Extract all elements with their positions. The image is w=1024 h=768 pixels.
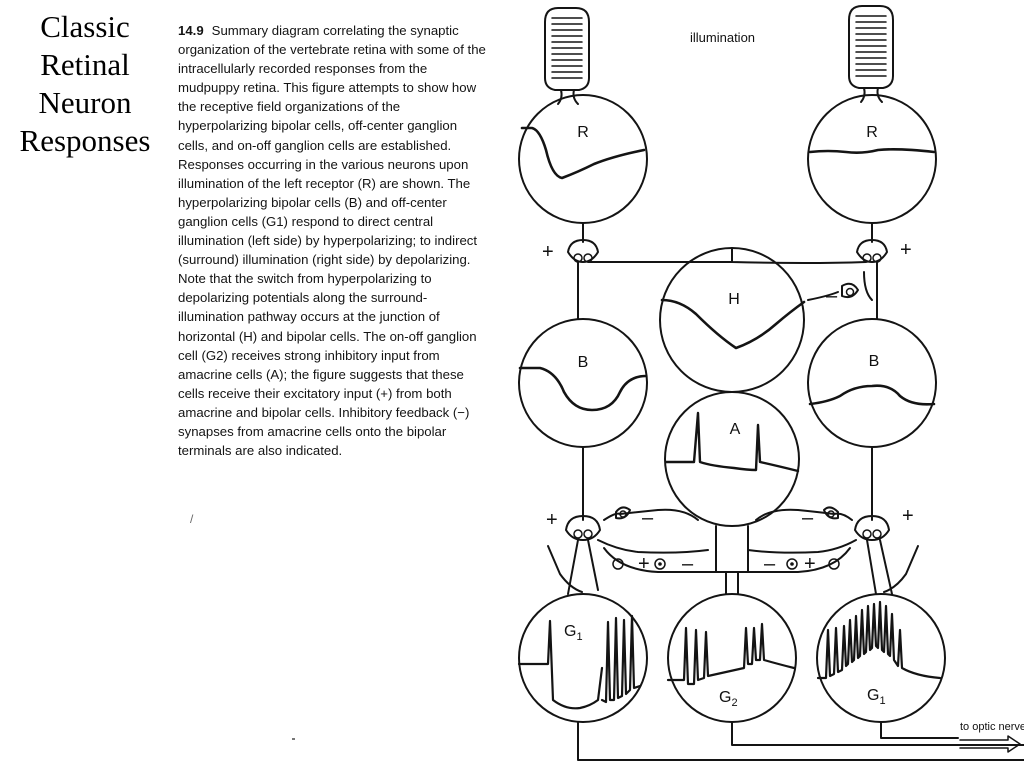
retina-diagram-svg: R R H B B A G1 G2 G1 + + – + – – + + – –… bbox=[517, 5, 1024, 761]
sign-minus-ipl-right: – bbox=[764, 553, 776, 575]
label-b-right: B bbox=[869, 353, 880, 370]
sign-plus-bipolar-right: + bbox=[902, 505, 914, 527]
ipl-synapse-left-outer bbox=[612, 558, 624, 570]
sign-minus-ipl-left: – bbox=[682, 553, 694, 575]
amacrine-cell-circle bbox=[664, 391, 800, 527]
sign-minus-horizontal: – bbox=[826, 285, 838, 307]
horizontal-cell-trace bbox=[660, 298, 806, 350]
label-r-left: R bbox=[577, 124, 589, 141]
ipl-synapse-right-outer bbox=[828, 558, 840, 570]
left-receptor-trace bbox=[520, 126, 646, 180]
right-bipolar-terminal bbox=[854, 515, 890, 541]
left-receptor-outer-segment bbox=[544, 7, 590, 105]
horizontal-cell-processes bbox=[587, 247, 867, 264]
optic-nerve-arrow bbox=[959, 735, 1021, 753]
slide-title: Classic Retinal Neuron Responses bbox=[19, 9, 151, 158]
illumination-label: illumination bbox=[690, 30, 755, 45]
stray-mark: / bbox=[190, 512, 194, 526]
retina-diagram: R R H B B A G1 G2 G1 + + – + – – + + – –… bbox=[508, 0, 1024, 768]
right-ganglion-trace bbox=[816, 600, 942, 680]
left-ganglion-circle bbox=[518, 593, 648, 723]
right-receptor-terminal bbox=[856, 239, 888, 263]
ipl-synapse-right-inner bbox=[786, 558, 798, 570]
right-receptor-circle bbox=[807, 94, 937, 224]
right-bipolar-circle bbox=[807, 318, 937, 448]
right-feedback-synapse bbox=[823, 506, 839, 520]
caption-text: Summary diagram correlating the synaptic… bbox=[178, 23, 486, 459]
right-bipolar-trace bbox=[808, 384, 936, 406]
left-receptor-terminal bbox=[567, 239, 599, 263]
label-a: A bbox=[730, 421, 741, 438]
sign-minus-feedback-right: – bbox=[802, 507, 814, 529]
right-receptor-trace bbox=[808, 148, 936, 154]
sign-plus-receptor-right: + bbox=[900, 239, 912, 261]
left-feedback-synapse bbox=[615, 506, 631, 520]
left-bipolar-terminal bbox=[565, 515, 601, 541]
label-b-left: B bbox=[578, 354, 589, 371]
label-g2: G2 bbox=[719, 689, 738, 709]
ipl-synapse-left-inner bbox=[654, 558, 666, 570]
left-bipolar-trace bbox=[518, 366, 648, 412]
sign-plus-receptor-left: + bbox=[542, 241, 554, 263]
center-ganglion-trace bbox=[666, 622, 796, 686]
label-g1-left: G1 bbox=[564, 623, 583, 643]
figure-number: 14.9 bbox=[178, 23, 204, 38]
sign-plus-ipl-right: + bbox=[804, 553, 816, 575]
sign-plus-ipl-left: + bbox=[638, 553, 650, 575]
left-ganglion-trace bbox=[517, 614, 642, 710]
sign-plus-bipolar-left: + bbox=[546, 509, 558, 531]
h-to-bipolar-synapse bbox=[841, 282, 859, 299]
sign-minus-feedback-left: – bbox=[642, 507, 654, 529]
label-g1-right: G1 bbox=[867, 687, 886, 707]
optic-nerve-label: to optic nerve bbox=[960, 721, 1024, 733]
label-h: H bbox=[728, 291, 740, 308]
left-receptor-circle bbox=[518, 94, 648, 224]
label-r-right: R bbox=[866, 124, 878, 141]
right-receptor-outer-segment bbox=[848, 5, 894, 103]
stray-dot bbox=[292, 738, 295, 740]
amacrine-trace bbox=[664, 411, 800, 473]
optic-nerve-axons bbox=[577, 721, 1024, 761]
